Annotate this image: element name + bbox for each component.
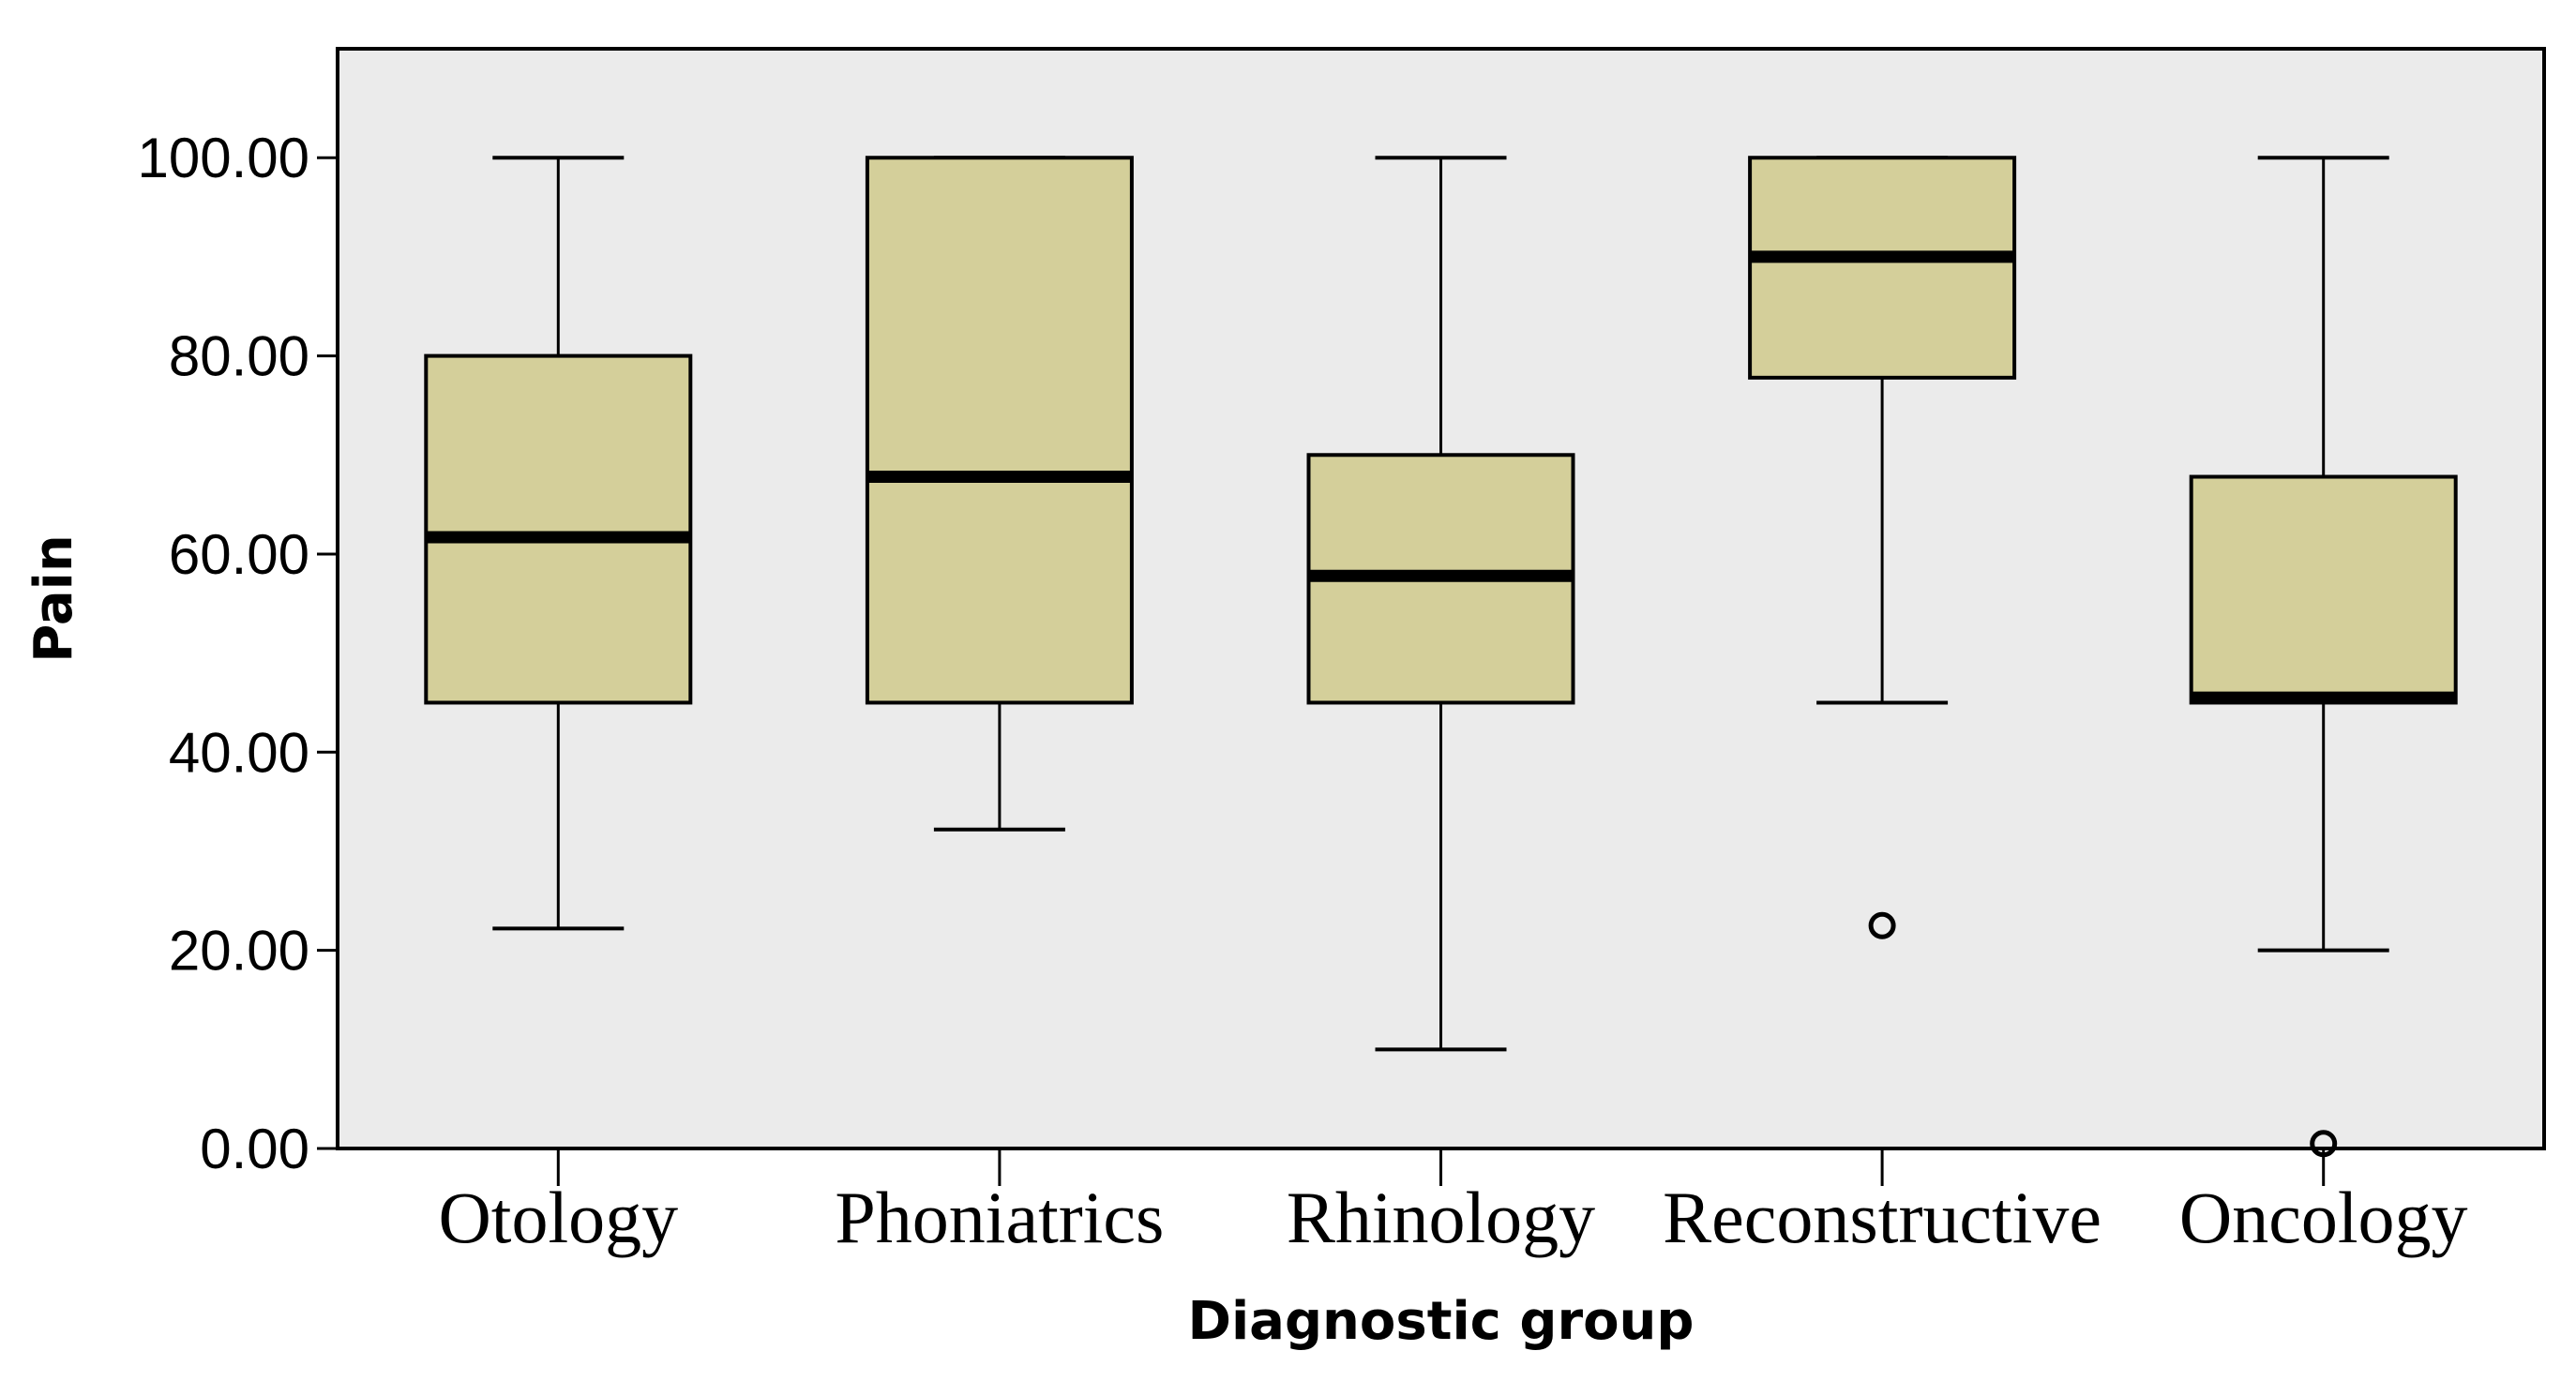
x-axis: Otology Phoniatrics Rhinology Reconstructiv… <box>438 1148 2468 1258</box>
iqr-box <box>1748 156 2017 380</box>
box-rhinology <box>1306 156 1575 1052</box>
y-tick-label: 20.00 <box>169 920 309 983</box>
y-tick-label: 60.00 <box>169 523 309 586</box>
y-tick-label: 0.00 <box>200 1118 309 1180</box>
iqr-box <box>424 353 693 705</box>
box-phoniatrics <box>865 156 1134 832</box>
iqr-box <box>865 156 1134 705</box>
box-otology <box>424 156 693 931</box>
box-reconstructive <box>1748 156 2017 939</box>
x-tick-label: Reconstructive <box>1663 1177 2101 1258</box>
y-axis: 0.00 20.00 40.00 60.00 80.00 100.00 <box>137 127 338 1180</box>
boxes-layer <box>424 156 2458 1158</box>
x-tick-label: Oncology <box>2179 1177 2468 1258</box>
x-axis-title: Diagnostic group <box>1187 1291 1694 1352</box>
box-oncology <box>2189 156 2458 1158</box>
y-tick-label: 80.00 <box>169 325 309 388</box>
y-axis-title: Pain <box>23 534 84 662</box>
x-tick-label: Rhinology <box>1287 1177 1595 1258</box>
x-tick-label: Phoniatrics <box>835 1177 1164 1258</box>
outlier-point <box>1868 911 1896 939</box>
y-tick-label: 40.00 <box>169 721 309 784</box>
x-tick-label: Otology <box>438 1177 678 1258</box>
y-tick-label: 100.00 <box>137 127 309 189</box>
iqr-box <box>2189 474 2458 705</box>
